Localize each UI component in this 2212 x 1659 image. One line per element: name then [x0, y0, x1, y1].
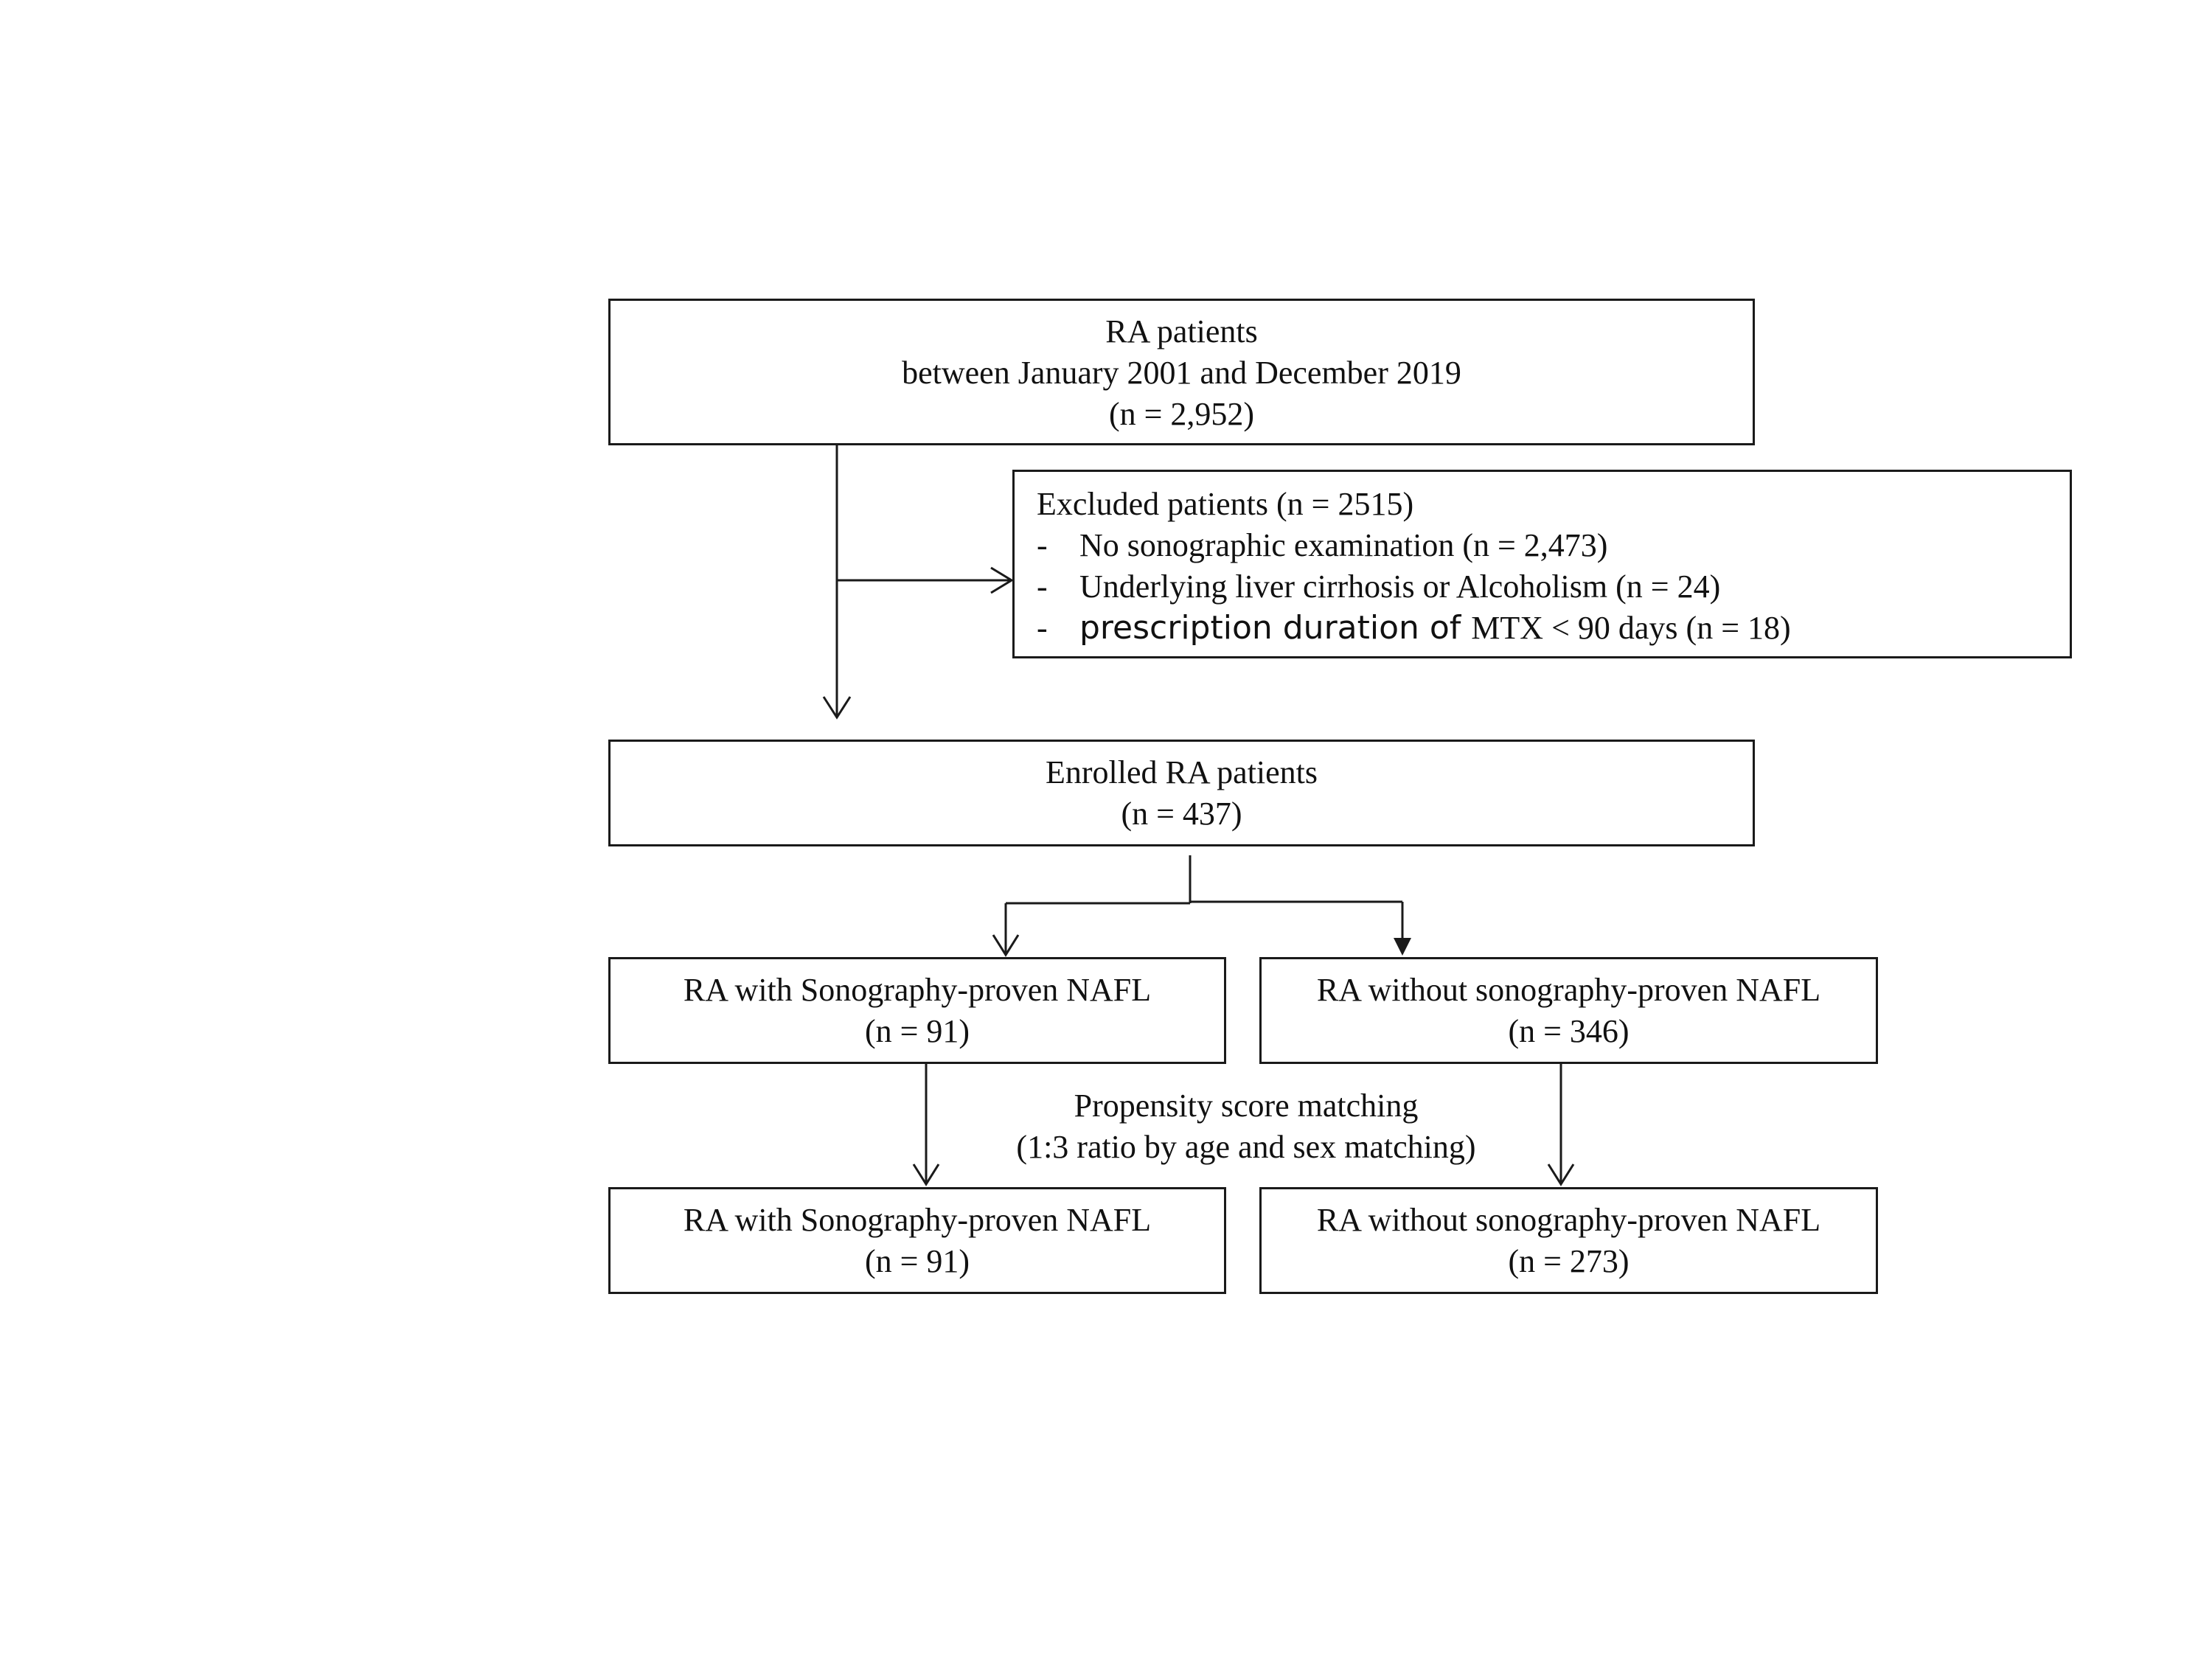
arrowhead-without-nafl-matched [1547, 1164, 1575, 1186]
matching-detail: (1:3 ratio by age and sex matching) [1016, 1129, 1476, 1165]
arrowhead-excluded [990, 566, 1014, 594]
with-nafl-box: RA with Sonography-proven NAFL (n = 91) [608, 957, 1226, 1064]
enrolled-patients-box: Enrolled RA patients (n = 437) [608, 740, 1755, 846]
initial-count: (n = 2,952) [1108, 396, 1255, 432]
with-nafl-matched-count: (n = 91) [864, 1243, 970, 1279]
with-nafl-matched-title: RA with Sonography-proven NAFL [683, 1202, 1152, 1238]
excluded-item-no-sonography: -No sonographic examination (n = 2,473) [1037, 527, 1608, 563]
arrowhead-with-nafl [992, 934, 1020, 957]
without-nafl-matched-box: RA without sonography-proven NAFL (n = 2… [1259, 1187, 1878, 1294]
with-nafl-matched-box: RA with Sonography-proven NAFL (n = 91) [608, 1187, 1226, 1294]
enrolled-count: (n = 437) [1121, 796, 1242, 832]
excluded-patients-box: Excluded patients (n = 2515) -No sonogra… [1012, 470, 2072, 658]
without-nafl-count: (n = 346) [1508, 1013, 1630, 1049]
excluded-item-cirrhosis: -Underlying liver cirrhosis or Alcoholis… [1037, 568, 1721, 605]
excluded-title: Excluded patients (n = 2515) [1037, 486, 1414, 522]
arrowhead-enrolled [822, 696, 852, 720]
arrowhead-without-nafl [1394, 938, 1411, 956]
initial-title: RA patients [1105, 313, 1258, 349]
arrowhead-with-nafl-matched [912, 1164, 940, 1186]
without-nafl-title: RA without sonography-proven NAFL [1316, 972, 1821, 1008]
without-nafl-box: RA without sonography-proven NAFL (n = 3… [1259, 957, 1878, 1064]
with-nafl-title: RA with Sonography-proven NAFL [683, 972, 1152, 1008]
enrolled-title: Enrolled RA patients [1045, 754, 1318, 790]
excluded-item-mtx: -prescription duration of MTX < 90 days … [1037, 609, 1791, 647]
initial-period: between January 2001 and December 2019 [902, 355, 1461, 391]
matching-title: Propensity score matching [1074, 1088, 1419, 1124]
without-nafl-matched-title: RA without sonography-proven NAFL [1316, 1202, 1821, 1238]
without-nafl-matched-count: (n = 273) [1508, 1243, 1630, 1279]
with-nafl-count: (n = 91) [864, 1013, 970, 1049]
initial-patients-box: RA patients between January 2001 and Dec… [608, 299, 1755, 445]
propensity-matching-label: Propensity score matching (1:3 ratio by … [944, 1085, 1548, 1168]
